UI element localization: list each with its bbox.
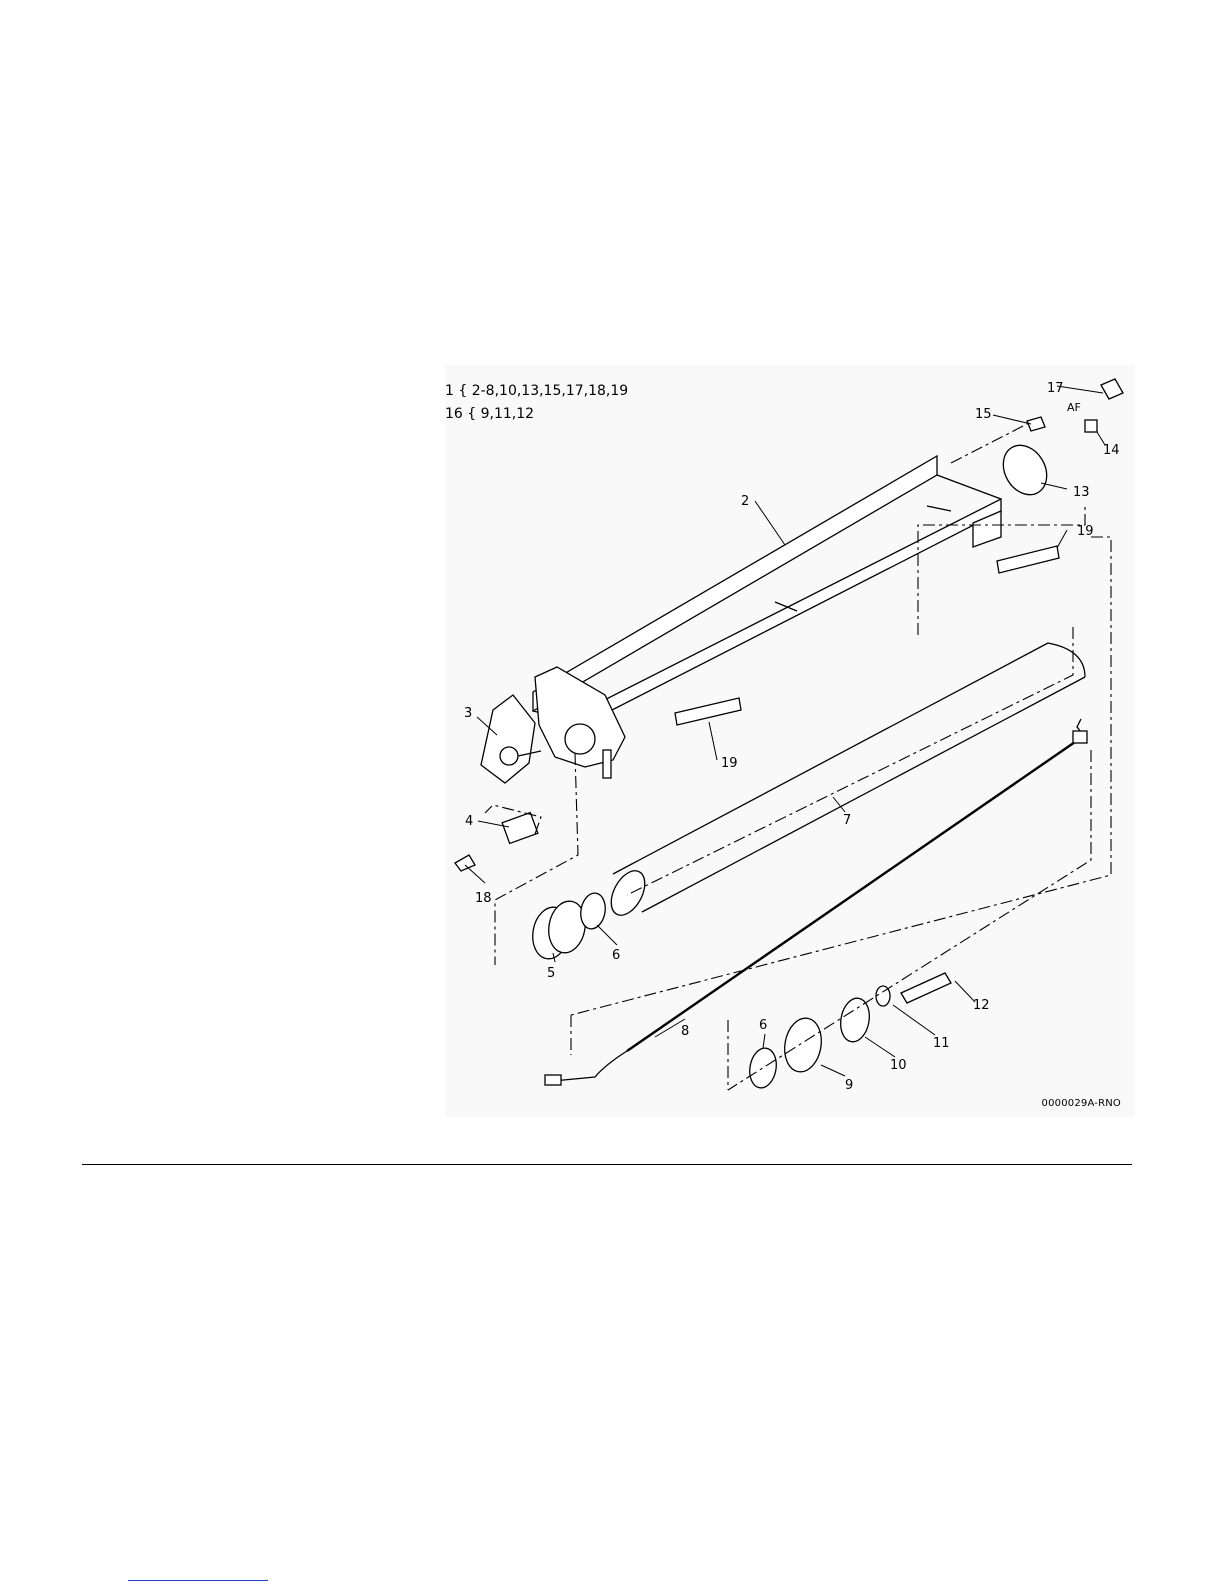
section-divider: [82, 1164, 1132, 1165]
shaft: [901, 973, 951, 1003]
clip: [455, 855, 475, 871]
drive-gear: [837, 996, 872, 1044]
callout-10: 10: [890, 1058, 907, 1073]
callout-7: 7: [843, 813, 851, 828]
callout-11: 11: [933, 1036, 950, 1051]
spacer-rear: [747, 1046, 780, 1090]
latch: [1101, 379, 1123, 399]
callout-12: 12: [973, 998, 990, 1013]
footer-link-underline[interactable]: [128, 1580, 268, 1581]
callout-8: 8: [681, 1024, 689, 1039]
callout-5: 5: [547, 966, 555, 981]
wick-strip-rear: [997, 546, 1059, 573]
callout-4: 4: [465, 814, 473, 829]
callout-3: 3: [464, 706, 472, 721]
end-cap: [529, 898, 589, 961]
callout-15: 15: [975, 407, 992, 422]
idler-gear: [995, 437, 1056, 502]
bracket: [502, 813, 538, 844]
callout-14: 14: [1103, 443, 1120, 458]
pin: [1085, 420, 1097, 432]
wick-strip-front: [675, 698, 741, 725]
frame-assembly: [533, 456, 1001, 778]
callout-13: 13: [1073, 485, 1090, 500]
callout-2: 2: [741, 494, 749, 509]
figure-id: 0000029A-RNO: [1042, 1098, 1121, 1109]
callout-17: 17: [1047, 381, 1064, 396]
gear-end-cap: [781, 1015, 826, 1074]
callout-6: 6: [612, 948, 620, 963]
parts-diagram: 1 { 2-8,10,13,15,17,18,19 16 { 9,11,12: [445, 365, 1135, 1117]
callout-18: 18: [475, 891, 492, 906]
exploded-view-drawing: 2 3 4 5 6 7 8 9 6 10 11 12 13 14 15 17 1…: [445, 365, 1135, 1117]
stamp-af: AF: [1067, 401, 1081, 414]
callout-19-rear: 19: [1077, 524, 1094, 539]
callout-19-front: 19: [721, 756, 738, 771]
fuser-roll: [604, 643, 1085, 921]
bearing-plate: [481, 695, 541, 783]
callout-6-rear: 6: [759, 1018, 767, 1033]
callout-9: 9: [845, 1078, 853, 1093]
